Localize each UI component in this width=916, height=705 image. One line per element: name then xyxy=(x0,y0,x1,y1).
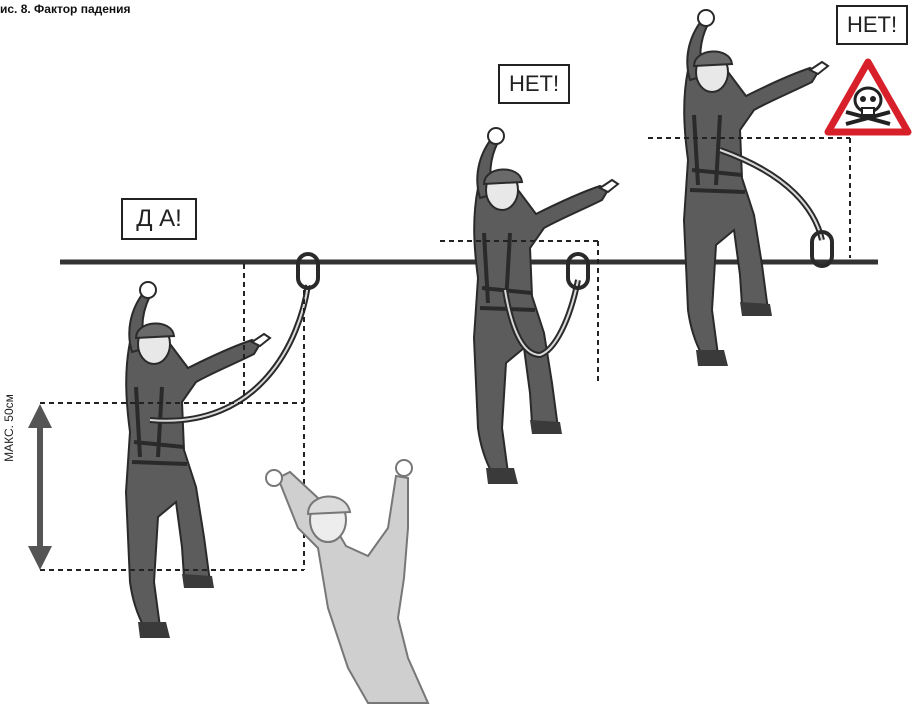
worker-falling xyxy=(265,459,430,704)
label-no-right: НЕТ! xyxy=(836,5,908,45)
max-height-label: МАКС. 50см xyxy=(2,394,16,462)
double-arrow-icon xyxy=(28,404,52,570)
worker-correct xyxy=(124,280,272,640)
worker-middle xyxy=(472,126,620,486)
carabiner-icon xyxy=(810,230,834,268)
figure-caption: ис. 8. Фактор падения xyxy=(0,2,131,16)
label-no-middle: НЕТ! xyxy=(498,64,570,104)
skull-warning-icon xyxy=(824,58,912,136)
measurement-guides-right xyxy=(648,137,851,258)
label-yes: Д А! xyxy=(121,198,197,240)
carabiner-icon xyxy=(296,252,320,290)
carabiner-icon xyxy=(566,252,590,290)
worker-right xyxy=(682,8,830,368)
measurement-guides-left xyxy=(40,264,305,571)
measurement-guides-middle xyxy=(440,240,599,382)
